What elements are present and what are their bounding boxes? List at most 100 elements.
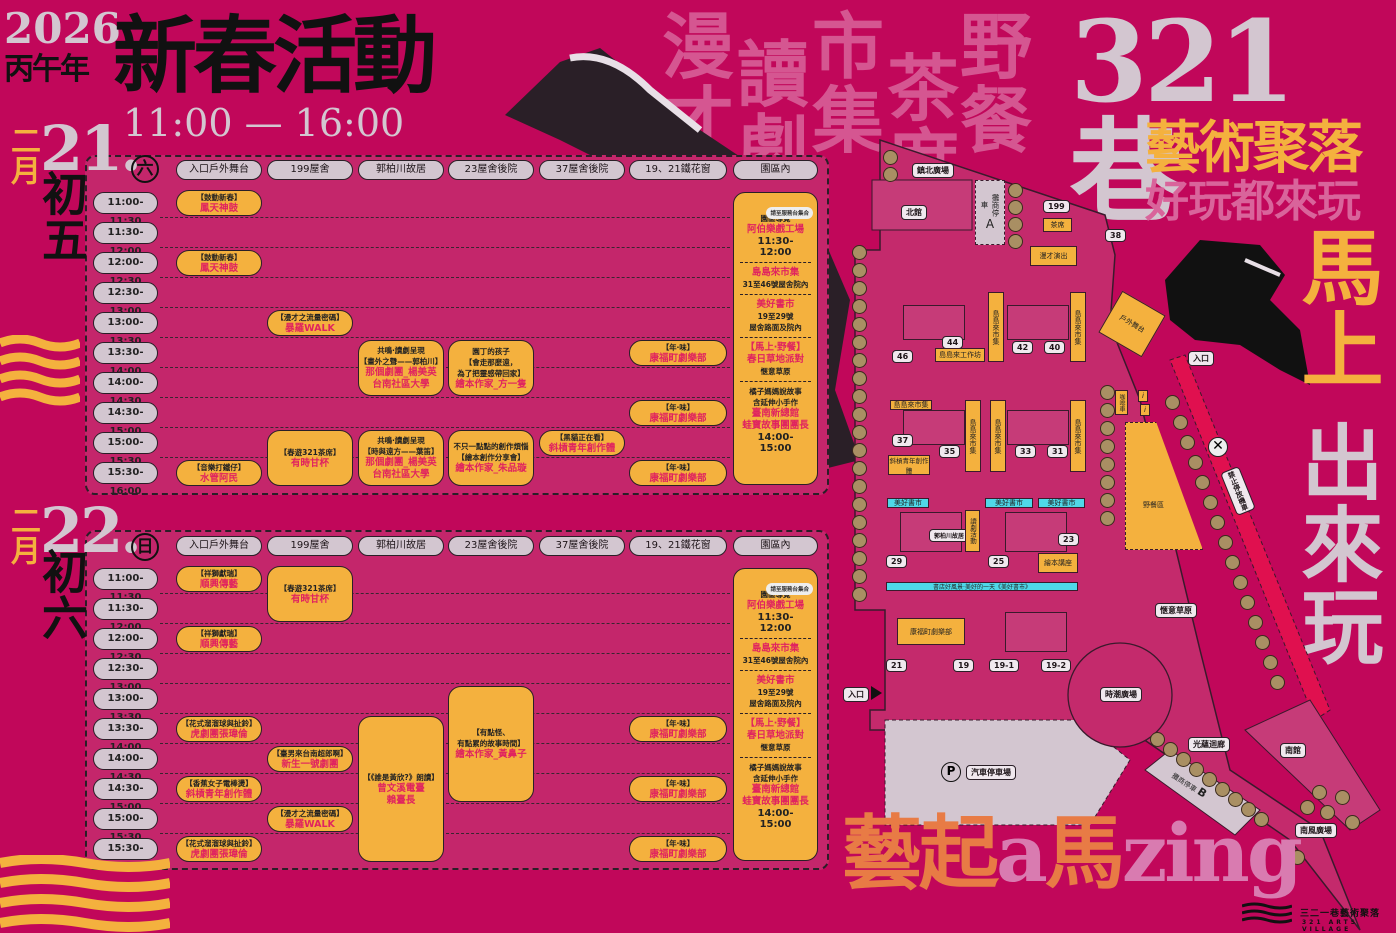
map-book-market-1: 美好書市 bbox=[887, 498, 929, 508]
event-card[interactable]: 【香蕉女子電棒燙】斜槓青年創作體 bbox=[176, 776, 262, 802]
event-card[interactable]: 【年‧味】康福町劇樂部 bbox=[629, 460, 727, 486]
map-market-5: 島島來市集 bbox=[990, 400, 1006, 472]
activity-time: 14:00-15:00 bbox=[757, 808, 794, 830]
tree-icon bbox=[1300, 800, 1315, 815]
event-subtitle: 【年‧味】 bbox=[661, 718, 695, 728]
event-card[interactable]: 【《誰是黃欣?》朗讀】曾文溪電臺賴臺長 bbox=[358, 716, 444, 862]
info-icon[interactable]: i bbox=[1138, 390, 1148, 402]
map-label-42: 42 bbox=[1012, 341, 1034, 354]
row-divider bbox=[160, 803, 730, 804]
event-card[interactable]: 【鼓動新春】鳳天神鼓 bbox=[176, 190, 262, 216]
tree-icon bbox=[1100, 403, 1115, 418]
map-coffee-truck: 咖啡車 bbox=[1115, 390, 1128, 415]
event-performer: 水管阿民 bbox=[199, 472, 238, 484]
event-card[interactable]: 【鼓動新春】鳳天神鼓 bbox=[176, 250, 262, 276]
venue-header: 23屋舍後院 bbox=[448, 160, 534, 180]
event-card[interactable]: 【年‧味】康福町劇樂部 bbox=[629, 400, 727, 426]
venue-header: 入口戶外舞台 bbox=[176, 536, 262, 556]
event-subtitle: 【畫外之聲——郭柏川】 bbox=[359, 357, 443, 366]
event-card[interactable]: 【祥獅獻瑞】順興傳藝 bbox=[176, 566, 262, 592]
info-icon[interactable]: i bbox=[1140, 404, 1150, 416]
map-label-31: 31 bbox=[1047, 445, 1069, 458]
tree-icon bbox=[852, 551, 867, 566]
event-card[interactable]: 【音樂打鐵仔】水管阿民 bbox=[176, 460, 262, 486]
event-performer: 鳳天神鼓 bbox=[199, 262, 238, 274]
event-card[interactable]: 【花式溜溜球與扯鈴】虎劇團張瑋倫 bbox=[176, 836, 262, 862]
map-label-23: 23 bbox=[1058, 533, 1080, 546]
tree-icon bbox=[1345, 815, 1360, 830]
event-card[interactable]: 【有點怪、有點累的故事時間】繪本作家_黃鼻子 bbox=[448, 686, 534, 802]
tree-icon bbox=[1270, 675, 1285, 690]
map-market-1: 島島來市集 bbox=[988, 292, 1004, 362]
event-card[interactable]: 【年‧味】康福町劇樂部 bbox=[629, 340, 727, 366]
event-card[interactable]: 園丁的孩子【會走那麼遠，為了把靈感帶回家】繪本作家_方一隻 bbox=[448, 340, 534, 396]
event-card[interactable]: 【漫才之流量密碼】暴羅WALK bbox=[267, 310, 353, 336]
map-tea: 茶席 bbox=[1043, 218, 1072, 232]
event-card[interactable]: 【漫才之流量密碼】暴羅WALK bbox=[267, 806, 353, 832]
venue-header: 37屋舍後院 bbox=[539, 160, 625, 180]
event-performer: 有時甘杯 bbox=[290, 457, 329, 469]
event-card[interactable]: 【臺男來台南超郎啊】新生一號劇團 bbox=[267, 746, 353, 772]
tree-icon bbox=[852, 515, 867, 530]
map-plaza: 時潮廣場 bbox=[1100, 687, 1142, 702]
tree-icon bbox=[1163, 742, 1178, 757]
park-activity[interactable]: 【馬上‧野餐】春日草地派對愜意草原 bbox=[740, 714, 811, 758]
event-subtitle: 【會走那麼遠， bbox=[464, 357, 518, 367]
venue-header: 園區內 bbox=[733, 160, 818, 180]
event-card[interactable]: 【春遊321茶席】有時甘杯 bbox=[267, 566, 353, 622]
activity-subtitle: 含延伸小手作 bbox=[753, 398, 798, 407]
event-subtitle: 【春遊321茶席】 bbox=[279, 583, 341, 593]
tree-icon bbox=[852, 425, 867, 440]
event-subtitle: 【香蕉女子電棒燙】 bbox=[185, 778, 253, 788]
tree-icon bbox=[1008, 183, 1023, 198]
tree-icon bbox=[852, 533, 867, 548]
event-subtitle: 園丁的孩子 bbox=[472, 346, 510, 356]
event-subtitle: 不只一點點的創作煩惱 bbox=[453, 442, 529, 451]
tree-icon bbox=[883, 150, 898, 165]
event-card[interactable]: 共鳴‧讀劇呈現【時與遠方——葉笛】那個劇團_楊美英台南社區大學 bbox=[358, 430, 444, 486]
event-card[interactable]: 【年‧味】康福町劇樂部 bbox=[629, 776, 727, 802]
map-picture-book: 繪本講座 bbox=[1038, 553, 1078, 573]
map-kangfu: 康福町劇樂部 bbox=[897, 618, 965, 645]
event-card[interactable]: 共鳴‧讀劇呈現【畫外之聲——郭柏川】那個劇團_楊美英台南社區大學 bbox=[358, 340, 444, 396]
time-slot: 12:30-13:00 bbox=[93, 282, 158, 317]
event-card[interactable]: 【黑貓正在看】斜槓青年創作體 bbox=[539, 430, 625, 456]
tree-icon bbox=[1100, 439, 1115, 454]
tree-icon bbox=[852, 569, 867, 584]
map-label-25: 25 bbox=[988, 555, 1010, 568]
building-35 bbox=[903, 410, 965, 445]
activity-location: 愜意草原 bbox=[760, 743, 791, 752]
event-card[interactable]: 【祥獅獻瑞】順興傳藝 bbox=[176, 626, 262, 652]
tree-icon bbox=[1172, 415, 1188, 430]
activity-location: 屋舍路面及院內 bbox=[749, 699, 802, 708]
event-card[interactable]: 不只一點點的創作煩惱【繪本創作分享會】繪本作家_朱品璇 bbox=[448, 430, 534, 486]
tree-icon bbox=[852, 587, 867, 602]
meeting-point-badge: 請至服務台集合 bbox=[766, 583, 813, 595]
vendor-parking-a-label: 攤商停車 bbox=[980, 193, 1000, 217]
event-card[interactable]: 【花式溜溜球與扯鈴】虎劇團張瑋倫 bbox=[176, 716, 262, 742]
logo-text-cn: 三二一巷藝術聚落 bbox=[1300, 909, 1381, 919]
event-performer: 暴羅WALK bbox=[285, 818, 335, 830]
row-divider bbox=[160, 337, 730, 338]
tree-icon bbox=[852, 299, 867, 314]
bg-word-market: 市集 bbox=[811, 4, 884, 163]
event-card[interactable]: 【年‧味】康福町劇樂部 bbox=[629, 836, 727, 862]
row-divider bbox=[160, 307, 730, 308]
wave-decoration-icon bbox=[0, 335, 80, 406]
map-manzai: 漫才演出 bbox=[1030, 246, 1077, 266]
event-subtitle: 【音樂打鐵仔】 bbox=[192, 462, 246, 472]
event-subtitle: 【時與遠方——葉笛】 bbox=[363, 447, 439, 456]
event-subtitle: 【祥獅獻瑞】 bbox=[196, 628, 242, 638]
event-card[interactable]: 【年‧味】康福町劇樂部 bbox=[629, 716, 727, 742]
tree-icon bbox=[1254, 812, 1269, 827]
tree-icon bbox=[883, 167, 898, 182]
event-card[interactable]: 【春遊321茶席】有時甘杯 bbox=[267, 430, 353, 486]
park-activity[interactable]: 【馬上‧野餐】春日草地派對愜意草原 bbox=[740, 338, 811, 382]
event-hours: 11:00 — 16:00 bbox=[123, 101, 405, 145]
